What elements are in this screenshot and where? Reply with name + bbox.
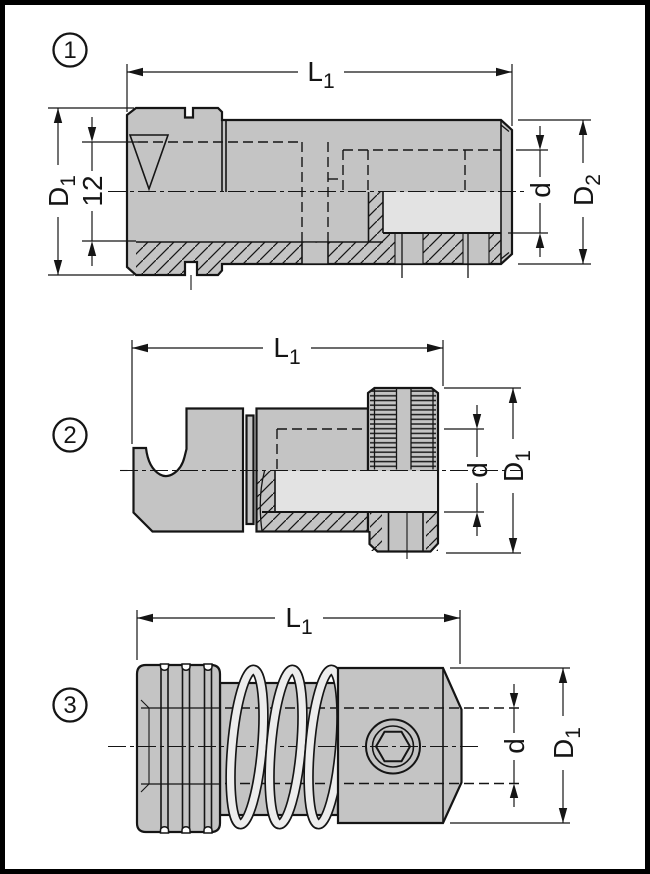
dim-label-D1-view3: D1 <box>548 727 585 759</box>
dim-label-d-view1: d <box>525 182 556 198</box>
view2-badge: 2 <box>52 417 88 453</box>
view3-grooves <box>160 667 213 830</box>
view-3: L1 d D1 3 <box>52 602 585 834</box>
view2-dim-outer: D1 <box>444 387 535 554</box>
view1-dim-length: L1 <box>126 56 513 126</box>
view2-section-hatch <box>256 471 368 532</box>
view3-dim-outer: D1 <box>450 667 585 824</box>
hex-icon <box>374 730 412 763</box>
view2-dim-bore: d <box>444 405 493 536</box>
view2-washer <box>245 414 255 526</box>
view1-dim-right-outer: D2 <box>518 119 605 265</box>
view1-thread-cone <box>128 134 170 192</box>
dim-label-D2: D2 <box>568 174 605 206</box>
dim-label-D1-view1: D1 <box>43 175 80 207</box>
view1-dim-flat: 12 <box>77 117 138 266</box>
view3-hex-socket-screw <box>365 718 421 775</box>
dim-label-d-view3: d <box>499 738 530 754</box>
svg-text:3: 3 <box>63 692 76 719</box>
view3-badge: 3 <box>52 687 88 723</box>
svg-text:1: 1 <box>63 37 76 64</box>
dim-label-L1: L1 <box>307 56 334 93</box>
view1-dim-outer: D1 <box>43 107 134 276</box>
view3-dim-length: L1 <box>136 602 461 664</box>
dim-label-L1-view2: L1 <box>273 332 300 369</box>
view1-badge: 1 <box>52 32 88 68</box>
view3-dim-bore: d <box>499 684 530 807</box>
view-2: L1 d D1 2 <box>52 332 535 559</box>
view2-dim-length: L1 <box>131 332 444 444</box>
dim-label-L1-view3: L1 <box>285 602 312 639</box>
dim-label-d-view2: d <box>462 462 493 478</box>
view1-dim-bore: d <box>508 126 556 257</box>
svg-text:2: 2 <box>63 422 76 449</box>
dim-label-12: 12 <box>77 175 108 206</box>
view-1: L1 D1 12 <box>43 32 605 290</box>
dim-label-D1-view2: D1 <box>498 450 535 482</box>
